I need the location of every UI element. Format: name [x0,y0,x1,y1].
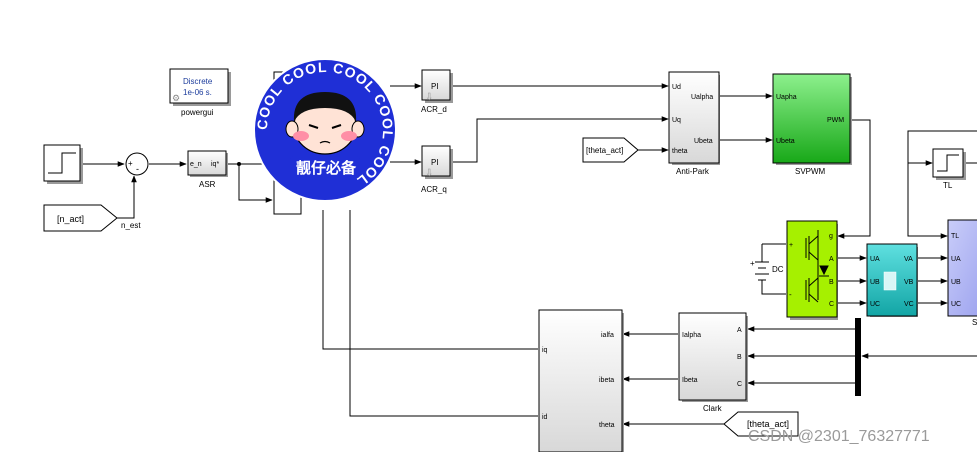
sum-plus-sign: + [128,159,133,168]
clark-in-c: C [737,381,742,388]
park-out-id: id [542,414,548,421]
csdn-watermark: CSDN @2301_76327771 [748,428,930,445]
inverter-port-c: C [829,301,834,308]
acr-q-label: ACR_q [421,185,447,194]
inverter-port-a: A [829,256,834,263]
meter-in-ub: UB [870,279,880,286]
park-in-ialfa: ialfa [601,332,614,339]
inverter-minus-sign: - [789,290,792,299]
anti-park-out-ualpha: Ualpha [691,94,713,101]
clark-in-a: A [737,327,742,334]
svpwm-in-uapha: Uapha [776,94,797,101]
anti-park-block[interactable]: Ud Uq theta Ualpha Ubeta [668,71,720,165]
dc-source-block[interactable]: DC + [750,259,784,281]
acr-q-pi-text: PI [431,158,439,167]
sum-minus-sign: - [136,164,139,174]
meter-icon [883,271,897,291]
step-block[interactable] [43,144,83,184]
clark-in-b: B [737,354,742,361]
wrench-icon: ⚙ [172,93,180,103]
dc-label: DC [772,265,784,274]
clark-block[interactable]: A B C Ialpha Ibeta [678,312,748,402]
n-est-label: n_est [121,221,141,230]
acr-d-pi-text: PI [431,82,439,91]
sum-block[interactable]: + - [125,152,149,176]
acr-d-label: ACR_d [421,105,447,114]
theta-act-from-tag-top[interactable]: [theta_act] [582,137,639,163]
anti-park-in-ud: Ud [672,84,681,91]
demux-bar[interactable] [855,318,861,396]
motor-port-uc: UC [951,301,961,308]
anti-park-label: Anti-Park [676,167,710,176]
asr-label: ASR [199,180,216,189]
inverter-port-b: B [829,279,834,286]
dc-plus-sign: + [750,259,755,268]
igbt-symbol-icon [805,230,829,303]
svpwm-in-ubeta: Ubeta [776,138,795,145]
hair-icon [293,92,357,122]
theta-act-tag-bottom-text: [theta_act] [747,419,789,429]
anti-park-out-ubeta: Ubeta [694,138,713,145]
pmsm-motor-block[interactable]: TL UA UB UC [947,219,977,317]
meter-out-va: VA [904,256,913,263]
motor-label-cut: S [972,318,977,327]
motor-port-tl: TL [951,233,959,240]
park-in-ibeta: ibeta [599,377,614,384]
svpwm-label: SVPWM [795,167,826,176]
powergui-sample-time: 1e-06 s. [183,88,212,97]
meter-out-vc: VC [904,301,914,308]
sticker-caption: 靓仔必备 [296,159,357,177]
meter-in-ua: UA [870,256,880,263]
cool-sticker: COOL COOL COOL COOL COOL 靓仔必备 [253,58,397,202]
park-feedback-block[interactable]: ialfa ibeta theta iq id [538,309,624,452]
powergui-mode: Discrete [183,77,213,86]
n-act-tag-text: [n_act] [57,214,84,224]
voltage-measurement-block[interactable]: UA UB UC VA VB VC [866,243,918,317]
inverter-plus-sign: + [789,242,793,249]
tl-label: TL [943,181,953,190]
down-arrow-icon: ⇩ [425,92,433,103]
signal-wires [80,83,977,427]
park-out-iq: iq [542,347,548,354]
asr-block[interactable]: e_n iq* [187,150,228,177]
acr-q-block[interactable]: PI ⇩ [421,145,453,179]
acr-d-block[interactable]: PI ⇩ [421,69,453,103]
inverter-port-g: g [829,233,833,240]
meter-in-uc: UC [870,301,880,308]
asr-in-port: e_n [190,161,202,168]
svpwm-block[interactable]: Uapha Ubeta PWM [772,73,852,165]
anti-park-in-uq: Uq [672,117,681,124]
meter-out-vb: VB [904,279,914,286]
powergui-block[interactable]: Discrete 1e-06 s. ⚙ [169,68,231,106]
clark-out-ibeta: Ibeta [682,377,698,384]
svpwm-out-pwm: PWM [827,117,844,124]
n-act-from-tag[interactable]: [n_act] [43,204,118,232]
asr-out-port: iq* [211,161,219,168]
tl-step-block[interactable] [932,148,966,180]
inverter-block[interactable]: g A B C + - [786,220,838,320]
park-in-theta: theta [599,422,615,429]
anti-park-in-theta: theta [672,148,688,155]
theta-act-from-tag-bottom[interactable]: [theta_act] [723,411,799,437]
down-arrow-icon: ⇩ [425,168,433,179]
powergui-label: powergui [181,108,214,117]
motor-port-ua: UA [951,256,961,263]
theta-act-tag-top-text: [theta_act] [586,146,623,155]
clark-label: Clark [703,404,723,413]
motor-port-ub: UB [951,279,961,286]
clark-out-ialpha: Ialpha [682,332,701,339]
